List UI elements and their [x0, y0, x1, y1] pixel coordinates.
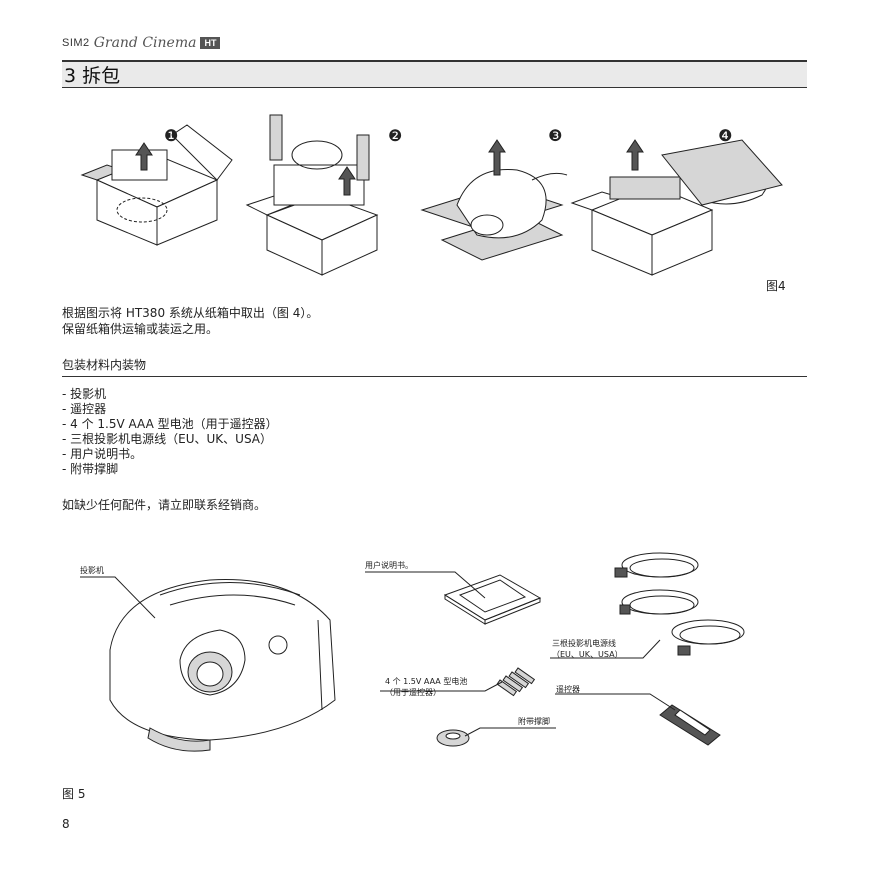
list-item: - 附带撑脚 — [62, 462, 119, 476]
box-step-3 — [420, 139, 568, 261]
leader-line-projector — [80, 576, 156, 619]
section-title-bar: 3 拆包 — [62, 60, 807, 88]
batteries-illustration — [496, 667, 536, 697]
brand-badge: HT — [200, 37, 221, 49]
missing-note: 如缺少任何配件，请立即联系经销商。 — [62, 498, 267, 512]
figure4-illustration — [80, 114, 783, 276]
box-step-1 — [80, 124, 233, 246]
power-cords-illustration — [614, 552, 745, 656]
list-item: - 用户说明书。 — [62, 447, 143, 461]
callout-batteries-2: （用于遥控器） — [385, 688, 441, 697]
leader-line-manual — [365, 571, 486, 599]
brand-prefix: SIM2 — [62, 37, 90, 49]
figure5-illustration — [80, 552, 745, 752]
step-number-3: ❸ — [548, 126, 563, 145]
up-arrow-icon — [338, 166, 356, 196]
step-number-4: ❹ — [718, 126, 733, 145]
brand-logo: SIM2 Grand Cinema HT — [62, 34, 221, 52]
contents-title: 包装材料内装物 — [62, 356, 807, 377]
foot-illustration — [436, 729, 470, 747]
manual-illustration — [443, 574, 542, 625]
remote-illustration — [659, 704, 721, 746]
contents-list: - 投影机 - 遥控器 - 4 个 1.5V AAA 型电池（用于遥控器） - … — [62, 387, 278, 477]
up-arrow-icon — [488, 139, 506, 176]
step-number-1: ❶ — [164, 126, 179, 145]
page-number: 8 — [62, 817, 70, 831]
callout-remote: 遥控器 — [556, 685, 580, 694]
up-arrow-icon — [626, 139, 644, 171]
leader-line-batteries — [380, 681, 503, 692]
callout-batteries-1: 4 个 1.5V AAA 型电池 — [385, 677, 468, 686]
list-item: - 三根投影机电源线（EU、UK、USA） — [62, 432, 272, 446]
callout-manual: 用户说明书。 — [365, 561, 413, 570]
intro-line-2: 保留纸箱供运输或装运之用。 — [62, 322, 219, 336]
box-step-2 — [245, 114, 379, 276]
list-item: - 4 个 1.5V AAA 型电池（用于遥控器） — [62, 417, 278, 431]
callout-power-cords-2: （EU、UK、USA） — [552, 650, 623, 659]
figure5-caption: 图 5 — [62, 787, 86, 801]
list-item: - 投影机 — [62, 387, 107, 401]
step-number-2: ❷ — [388, 126, 403, 145]
callout-power-cords-1: 三根投影机电源线 — [552, 639, 616, 648]
intro-line-1: 根据图示将 HT380 系统从纸箱中取出（图 4）。 — [62, 306, 319, 320]
figure4-caption: 图4 — [766, 279, 786, 293]
projector-illustration — [109, 579, 336, 752]
box-step-4 — [570, 139, 783, 276]
section-title: 3 拆包 — [64, 65, 121, 87]
leader-line-cords — [550, 639, 661, 659]
list-item: - 遥控器 — [62, 402, 107, 416]
brand-script: Grand Cinema — [93, 35, 197, 51]
leader-line-foot — [464, 727, 556, 737]
leader-line-remote — [555, 693, 676, 711]
up-arrow-icon — [135, 142, 153, 171]
callout-projector: 投影机 — [80, 566, 104, 575]
callout-foot: 附带撑脚 — [518, 717, 550, 726]
